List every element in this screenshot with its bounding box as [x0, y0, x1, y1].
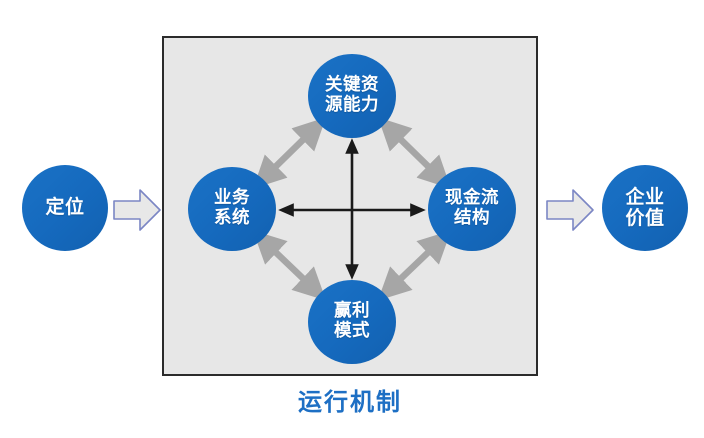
node-business-system-label: 业务 系统 [214, 188, 250, 228]
chevron-right-icon-output [545, 187, 595, 233]
node-enterprise-value[interactable]: 企业 价值 [602, 165, 688, 251]
node-enterprise-value-label: 企业 价值 [625, 185, 665, 229]
node-business-system[interactable]: 业务 系统 [188, 167, 276, 251]
chevron-right-icon-input [112, 187, 162, 233]
node-key-resource-capability-label: 关键资 源能力 [325, 75, 379, 115]
node-positioning[interactable]: 定位 [22, 165, 108, 251]
node-cash-flow-structure[interactable]: 现金流 结构 [428, 167, 516, 251]
node-key-resource-capability[interactable]: 关键资 源能力 [308, 54, 396, 138]
node-profit-model[interactable]: 赢利 模式 [308, 280, 396, 364]
node-positioning-label: 定位 [45, 196, 85, 219]
node-cash-flow-structure-label: 现金流 结构 [445, 188, 499, 228]
node-profit-model-label: 赢利 模式 [334, 301, 370, 341]
panel-caption: 运行机制 [298, 388, 402, 416]
